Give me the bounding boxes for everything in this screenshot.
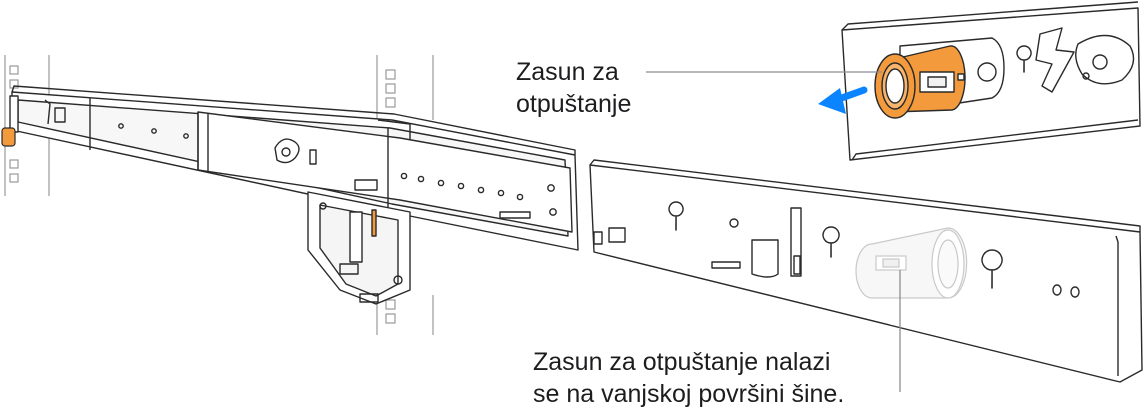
extended-rail [9,85,579,251]
outer-rail [589,159,1143,383]
latch-zoom-inset [841,1,1141,161]
callout-latch-location-line2: se na vanjskoj površini šine. [533,380,845,408]
left-arrow-icon [818,86,868,114]
callout-release-latch: Zasun za otpuštanje [516,56,631,120]
front-latch-highlight [1,127,16,147]
callout-latch-location-line1: Zasun za otpuštanje nalazi [533,348,831,376]
callout-release-latch-line1: Zasun za [516,58,619,86]
callout-release-latch-line2: otpuštanje [516,90,632,118]
rack-post-rear [376,55,434,335]
rear-mounting-bracket [307,119,411,305]
ghost-release-latch [855,227,968,299]
callout-latch-location: Zasun za otpuštanje nalazi se na vanjsko… [533,346,844,410]
